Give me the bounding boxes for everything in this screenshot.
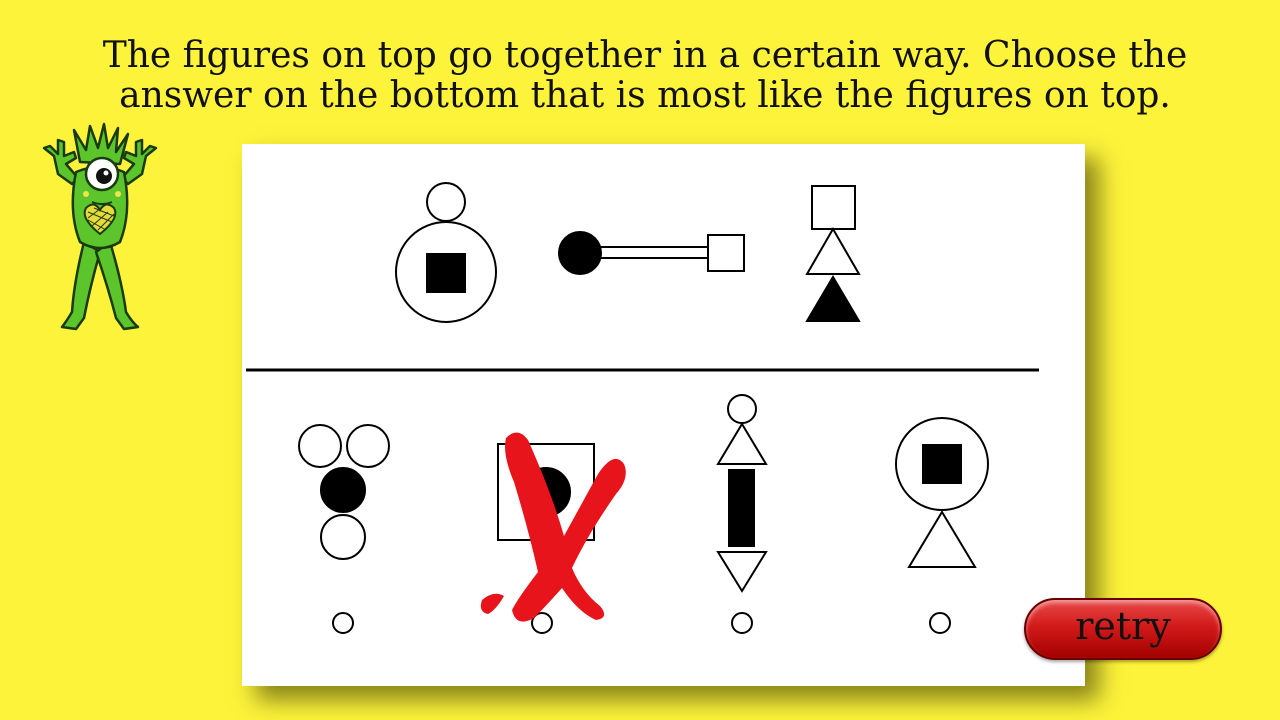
triangle-bar-triangle-figure [716, 394, 768, 593]
answer-radio-d[interactable] [929, 612, 951, 634]
answer-radio-c[interactable] [731, 612, 753, 634]
instructions-line-2: answer on the bottom that is most like t… [119, 75, 1171, 116]
circle-square-triangle-figure [895, 417, 989, 568]
answer-radio-a[interactable] [332, 612, 354, 634]
instructions-line-1: The figures on top go together in a cert… [102, 35, 1188, 76]
three-circles-figure [298, 424, 390, 560]
wrong-answer-x-mark [480, 432, 626, 622]
answer-radio-b[interactable] [531, 612, 553, 634]
retry-button[interactable]: retry [1024, 598, 1222, 660]
green-monster-icon [42, 122, 158, 331]
square-triangle-stack-figure [805, 185, 861, 322]
answer-option-a[interactable] [298, 424, 390, 634]
puzzle-figures [246, 182, 1039, 634]
instructions-text: The figures on top go together in a cert… [60, 36, 1230, 116]
answer-option-c[interactable] [716, 394, 768, 634]
circle-with-square-figure [395, 182, 497, 323]
dumbbell-circle-square-figure [558, 231, 745, 275]
puzzle-card [242, 144, 1085, 686]
answer-option-d[interactable] [895, 417, 989, 634]
